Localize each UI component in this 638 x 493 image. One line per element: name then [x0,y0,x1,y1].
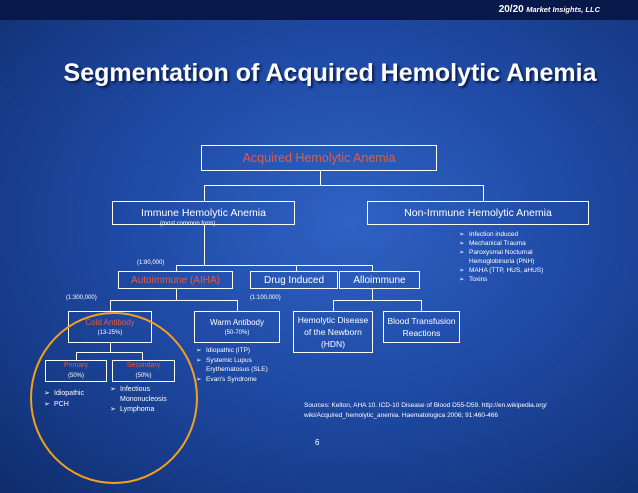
sources-line-1: Sources: Kelton, AHA 10. ICD-10 Disease … [304,402,547,409]
list-item: Idiopathic [44,388,84,399]
node-blood-transfusion-reactions: Blood Transfusion Reactions [383,311,460,343]
brand-logo: 20/20 Market Insights, LLC [498,4,600,15]
list-item: Toxins [459,275,543,284]
list-item-continuation: Erythematosus (SLE) [206,366,268,373]
node-warm-antibody: Warm Antibody (50-70%) [194,311,280,343]
list-item: Evan's Syndrome [196,375,268,385]
list-item: MAHA (TTP, HUS, aHUS) [459,266,543,275]
connector [110,300,111,311]
immune-note: (most common form) [160,221,216,227]
connector [176,288,177,300]
non-immune-causes-list: Infection induced Mechanical Trauma Paro… [459,230,543,284]
connector [333,300,334,311]
list-item: PCH [44,399,84,410]
hdn-line-3: (HDN) [320,339,346,349]
connector [296,265,297,271]
connector [204,225,205,265]
connector [204,185,484,186]
node-autoimmune-aiha: Autoimmune (AIHA) [118,271,233,289]
slide-title: Segmentation of Acquired Hemolytic Anemi… [63,59,597,87]
primary-causes-list: Idiopathic PCH [44,388,84,410]
connector [237,300,238,311]
transfusion-line-2: Reactions [402,328,441,338]
node-acquired-hemolytic-anemia: Acquired Hemolytic Anemia [201,145,437,171]
connector [176,265,177,271]
warm-antibody-label: Warm Antibody [210,318,264,327]
top-bar: 20/20 Market Insights, LLC [0,0,638,20]
list-item: Infectious [110,385,167,395]
page-number: 6 [315,438,320,447]
hdn-line-1: Hemolytic Disease [297,315,369,325]
list-item: Lymphoma [110,405,167,415]
hdn-line-2: of the Newborn [304,327,362,337]
node-hdn: Hemolytic Disease of the Newborn (HDN) [293,311,373,353]
sources-line-2: wiki/Acquired_hemolytic_anemia. Haematol… [304,412,499,419]
connector [483,185,484,201]
cold-antibody-highlight-circle [30,312,198,484]
connector [176,265,373,266]
connector [333,300,422,301]
list-item: Idiopathic (ITP) [196,346,268,356]
connector [320,171,321,185]
warm-frequency: (1:100,000) [250,295,281,301]
connector [421,300,422,311]
warm-antibody-causes-list: Idiopathic (ITP) Systemic Lupus Erythema… [196,346,268,384]
list-item-continuation: Mononucleosis [120,396,167,403]
node-alloimmune: Alloimmune [339,271,420,289]
list-item: Mechanical Trauma [459,239,543,248]
list-item: Infection induced [459,230,543,239]
connector [372,265,373,271]
node-drug-induced: Drug Induced [250,271,338,289]
warm-antibody-pct: (50-70%) [224,330,250,336]
connector [110,300,238,301]
list-item-continuation: Hemoglobinuria (PNH) [469,258,535,265]
aiha-frequency: (1:80,000) [137,260,165,266]
node-immune-hemolytic-anemia: Immune Hemolytic Anemia [112,201,295,225]
connector [372,288,373,300]
list-item: Paroxysmal Nocturnal [459,248,543,257]
node-non-immune-hemolytic-anemia: Non-Immune Hemolytic Anemia [367,201,589,225]
cold-frequency: (1:300,000) [66,295,97,301]
connector [204,185,205,201]
list-item: Systemic Lupus [196,356,268,366]
transfusion-line-1: Blood Transfusion [387,316,456,326]
sources-citation: Sources: Kelton, AHA 10. ICD-10 Disease … [304,401,547,421]
secondary-causes-list: Infectious Mononucleosis Lymphoma [110,385,167,415]
